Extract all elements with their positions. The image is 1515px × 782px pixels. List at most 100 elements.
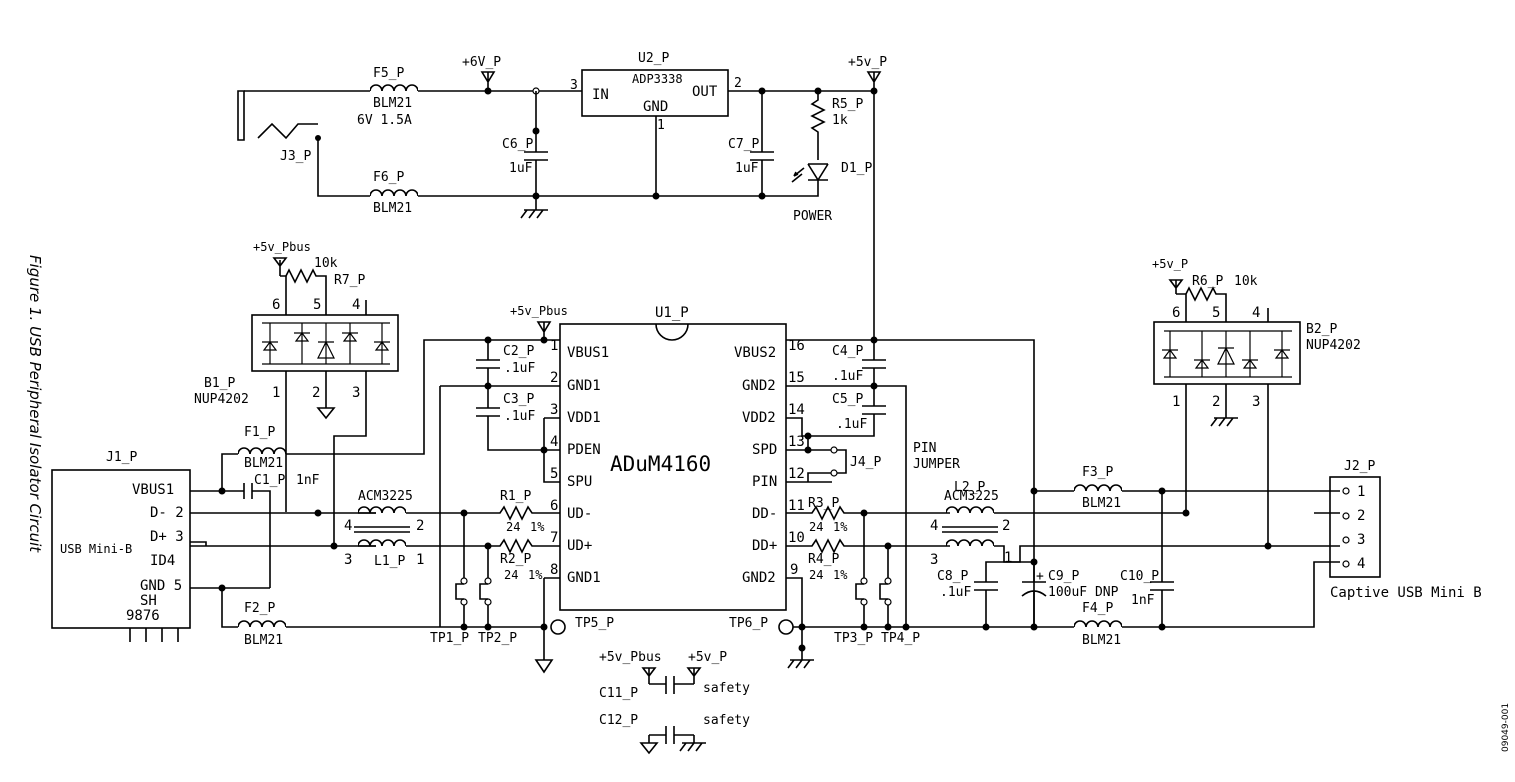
b1-p2: 2 (312, 385, 320, 401)
c9-plus: + (1036, 569, 1044, 584)
capacitor-c1: C1_P 1nF (243, 473, 320, 588)
c6-value: 1uF (509, 161, 533, 176)
ferrite-f2: F2_P BLM21 (221, 588, 544, 648)
u2-in: IN (592, 87, 609, 103)
ferrite-f3: F3_P BLM21 (1034, 465, 1340, 511)
capacitor-c4: C4_P .1uF (832, 340, 886, 386)
c4-label: C4_P (832, 344, 863, 359)
j1-id: ID4 (150, 553, 175, 569)
u1-num-12: 12 (788, 466, 805, 482)
regulator-u2: U2_P ADP3338 IN OUT GND 3 2 1 (570, 51, 742, 200)
u1-num-1: 1 (550, 338, 558, 354)
f6-value: BLM21 (373, 201, 412, 216)
b1-p4: 4 (352, 297, 360, 313)
u1-pin-vdd1: VDD1 (567, 410, 601, 426)
f5-label: F5_P (373, 66, 404, 81)
led-d1: D1_P POWER (785, 161, 872, 224)
resistor-r1: R1_P 24 1% (460, 489, 560, 534)
u1-num-7: 7 (550, 530, 558, 546)
d1-label: D1_P (841, 161, 872, 176)
j2-label: J2_P (1344, 459, 1375, 474)
capacitor-c12: C12_P safety (599, 713, 750, 755)
ferrite-f6: F6_P BLM21 (360, 170, 785, 216)
u1-num-14: 14 (788, 402, 805, 418)
j2-pin2: 2 (1357, 508, 1365, 524)
f4-value: BLM21 (1082, 633, 1121, 648)
tp4-label: TP4_P (881, 631, 920, 646)
r2-tol: 1% (528, 568, 543, 582)
isolator-u1: U1_P ADuM4160 VBUS1 GND1 VDD1 PDEN SPU U… (550, 305, 805, 611)
u1-num-13: 13 (788, 434, 805, 450)
c11-label: C11_P (599, 686, 638, 701)
l2-p2: 2 (1002, 518, 1010, 534)
u1-pin-udp: UD+ (567, 538, 592, 554)
l2-label: L2_P (954, 480, 985, 495)
r2-label: R2_P (500, 552, 531, 567)
acm-left: ACM3225 (358, 489, 413, 504)
u1-num-8: 8 (550, 562, 558, 578)
u1-pin-gnd2a: GND2 (742, 378, 776, 394)
resistor-r3: R3_P 24 1% (786, 496, 950, 534)
tp6-label: TP6_P (729, 616, 768, 631)
u1-pin-vdd2: VDD2 (742, 410, 776, 426)
r6-label: R6_P (1192, 274, 1223, 289)
r4-label: R4_P (808, 552, 839, 567)
b1-p5: 5 (313, 297, 321, 313)
rail-5v-c11-label: +5v_P (688, 650, 727, 665)
l2-p4: 4 (930, 518, 938, 534)
u1-pin-udm: UD- (567, 506, 592, 522)
r1-label: R1_P (500, 489, 531, 504)
u2-out: OUT (692, 84, 718, 100)
j2-pin3: 3 (1357, 532, 1365, 548)
b2-p3: 3 (1252, 394, 1260, 410)
u1-pin-pden: PDEN (567, 442, 601, 458)
rail-5v-b2: +5v_P R6_P 10k (1152, 257, 1258, 308)
rail-5vpbus-b1-label: +5v_Pbus (253, 240, 311, 254)
u1-pin-ddp: DD+ (752, 538, 777, 554)
b2-p6: 6 (1172, 305, 1180, 321)
b1-label: B1_P (204, 376, 235, 391)
u2-pin1: 1 (657, 118, 665, 133)
u1-pin-spd: SPD (752, 442, 777, 458)
rail-5v-top-label: +5v_P (848, 55, 887, 70)
u1-pin-gnd1b: GND1 (567, 570, 601, 586)
pin-jumper-2: JUMPER (913, 457, 960, 472)
r4-value: 24 (809, 568, 823, 582)
f2-value: BLM21 (244, 633, 283, 648)
b1-p6: 6 (272, 297, 280, 313)
u1-num-11: 11 (788, 498, 805, 514)
c2-value: .1uF (504, 361, 535, 376)
j1-sh: SH (140, 593, 157, 609)
esd-array-b1: 6 5 4 1 2 3 B1_P NUP4202 (194, 297, 399, 546)
jumper-j4: J4_P PIN JUMPER (786, 436, 960, 483)
capacitor-c11: +5v_Pbus +5v_P C11_P safety (599, 650, 750, 701)
l1-p3: 3 (344, 552, 352, 568)
u2-label: U2_P (638, 51, 669, 66)
r2-value: 24 (504, 568, 518, 582)
f4-label: F4_P (1082, 601, 1113, 616)
ferrite-f4: F4_P BLM21 (1074, 561, 1340, 648)
r4-tol: 1% (833, 568, 848, 582)
capacitor-c9: + C9_P 100uF DNP (1021, 562, 1119, 627)
f5-value: BLM21 (373, 96, 412, 111)
u1-num-2: 2 (550, 370, 558, 386)
capacitor-c6: C6_P 1uF (502, 91, 548, 200)
j1-sh-pins: 9876 (126, 608, 160, 624)
tp5-label: TP5_P (575, 616, 614, 631)
u1-part: ADuM4160 (610, 452, 711, 476)
resistor-r2: R2_P 24 1% (484, 538, 560, 582)
l1-label: L1_P (374, 554, 405, 569)
b2-part: NUP4202 (1306, 338, 1361, 353)
r6-value: 10k (1234, 274, 1258, 289)
figure-id: 09049-001 (1501, 703, 1511, 752)
b2-p5: 5 (1212, 305, 1220, 321)
l1-p2: 2 (416, 518, 424, 534)
b1-p3: 3 (352, 385, 360, 401)
c7-value: 1uF (735, 161, 759, 176)
common-mode-choke-l2: ACM3225 L2_P 4 2 3 1 (930, 480, 1268, 568)
acm-right: ACM3225 (944, 489, 999, 504)
l2-p3: 3 (930, 552, 938, 568)
capacitor-c3: C3_P .1uF (476, 392, 560, 483)
b2-label: B2_P (1306, 322, 1337, 337)
